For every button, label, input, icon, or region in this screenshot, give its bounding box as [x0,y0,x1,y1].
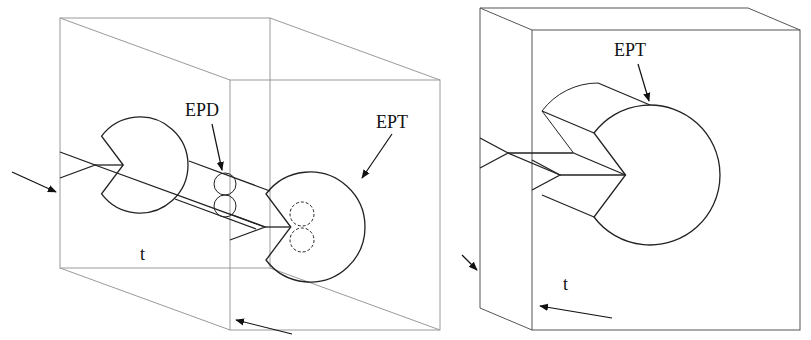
dimension-label: t [138,244,147,264]
kidney-cutout [480,83,720,245]
epd-circles [214,173,236,217]
part-label: EPD [183,100,221,120]
part-label: EPT [612,40,648,60]
dog-bone-cutout [60,117,365,282]
dimension-label: t [561,274,570,294]
thin-specimen-box [480,8,800,330]
thick-specimen-box [60,18,440,330]
part-label: EPT [374,112,410,132]
leader-arrows [12,64,649,334]
ept-circles [290,202,314,252]
